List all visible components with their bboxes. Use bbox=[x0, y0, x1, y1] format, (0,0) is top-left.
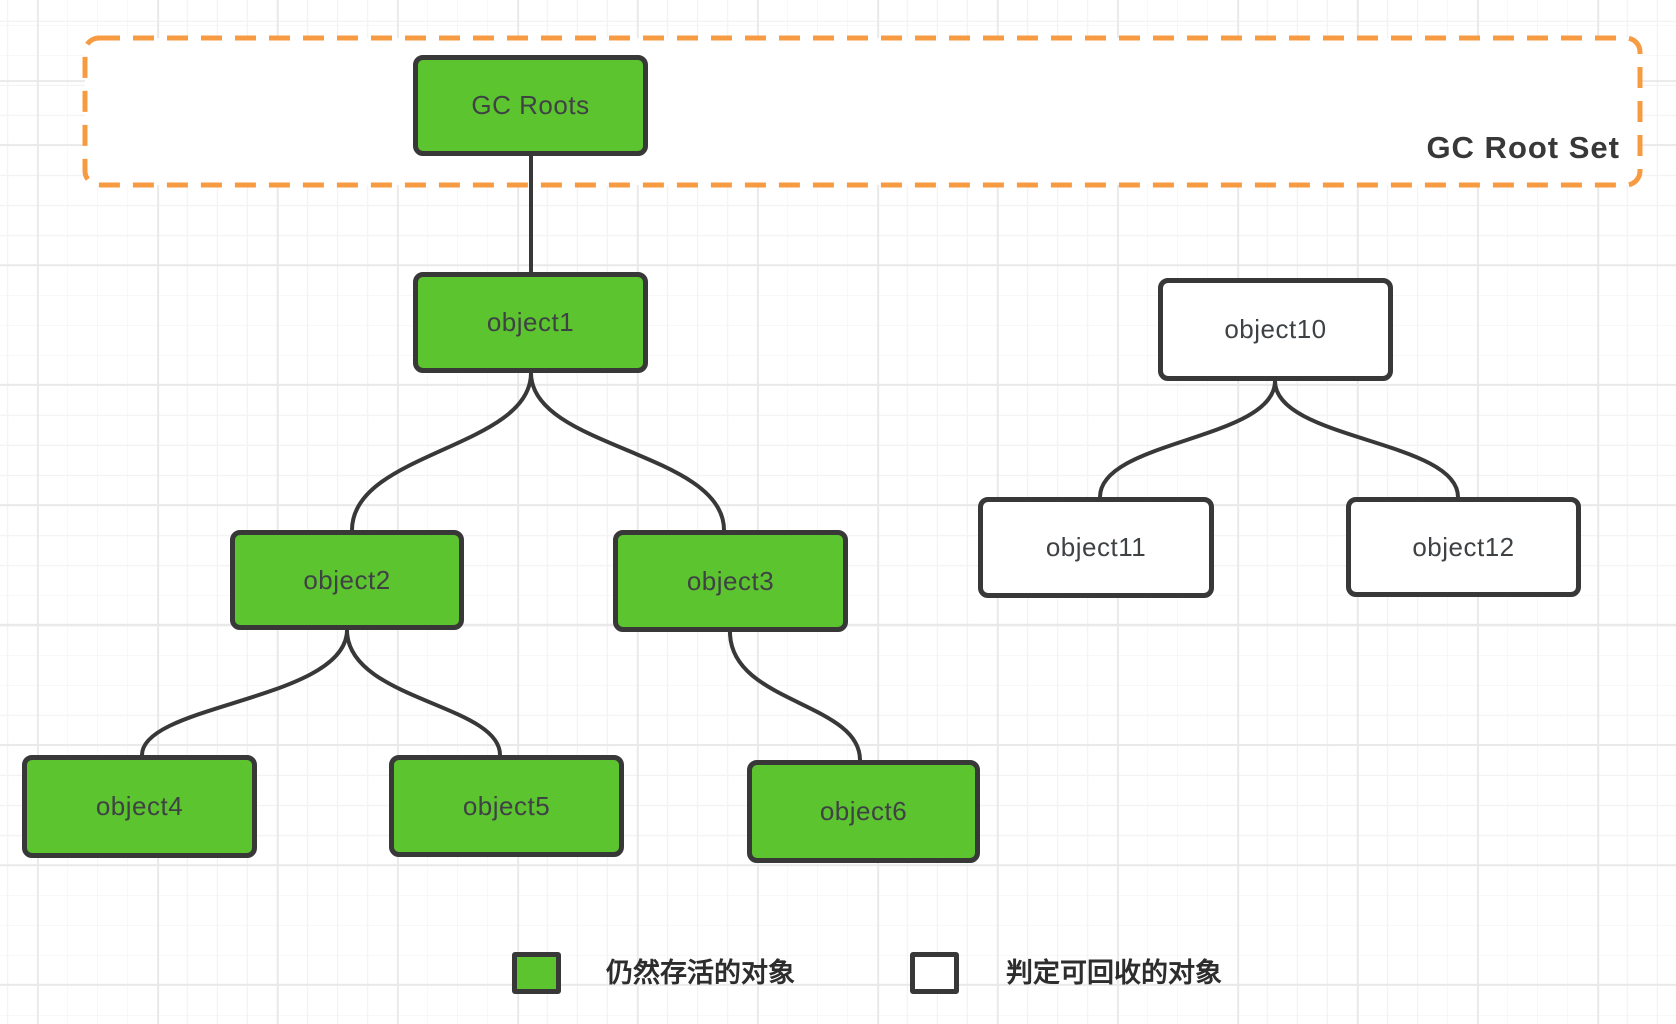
gc-root-set-boundary bbox=[82, 35, 1643, 188]
node-gc-roots: GC Roots bbox=[413, 55, 648, 156]
legend-swatch-alive bbox=[512, 952, 561, 994]
edge-object1-object3 bbox=[529, 371, 726, 532]
edge-object2-object5 bbox=[345, 628, 502, 757]
node-label: object2 bbox=[303, 564, 391, 595]
node-label: object4 bbox=[95, 791, 184, 821]
edge-object3-object6 bbox=[728, 630, 862, 762]
legend-label-alive: 仍然存活的对象 bbox=[606, 958, 795, 988]
node-label: object6 bbox=[819, 796, 908, 826]
node-label: object11 bbox=[1045, 532, 1147, 562]
node-object11: object11 bbox=[978, 497, 1214, 598]
node-object1: object1 bbox=[413, 272, 648, 373]
node-object6: object6 bbox=[747, 760, 980, 863]
legend-label-collectable: 判定可回收的对象 bbox=[1006, 958, 1222, 988]
node-label: object1 bbox=[486, 307, 575, 337]
node-object12: object12 bbox=[1346, 497, 1581, 597]
edge-object1-object2 bbox=[350, 371, 533, 532]
node-label: object3 bbox=[686, 565, 775, 596]
node-label: object10 bbox=[1224, 314, 1327, 344]
legend-swatch-collectable bbox=[910, 952, 959, 994]
node-object2: object2 bbox=[230, 530, 464, 630]
node-object4: object4 bbox=[22, 755, 257, 858]
node-object5: object5 bbox=[389, 755, 624, 857]
edge-object10-object11 bbox=[1098, 379, 1277, 499]
node-object3: object3 bbox=[613, 530, 848, 632]
node-object10: object10 bbox=[1158, 278, 1393, 381]
node-label: object5 bbox=[462, 790, 551, 821]
edge-object10-object12 bbox=[1273, 379, 1460, 499]
node-label: object12 bbox=[1412, 531, 1515, 562]
edge-object2-object4 bbox=[140, 628, 349, 757]
node-label: GC Roots bbox=[471, 90, 590, 120]
gc-root-set-label: GC Root Set bbox=[1426, 130, 1620, 165]
